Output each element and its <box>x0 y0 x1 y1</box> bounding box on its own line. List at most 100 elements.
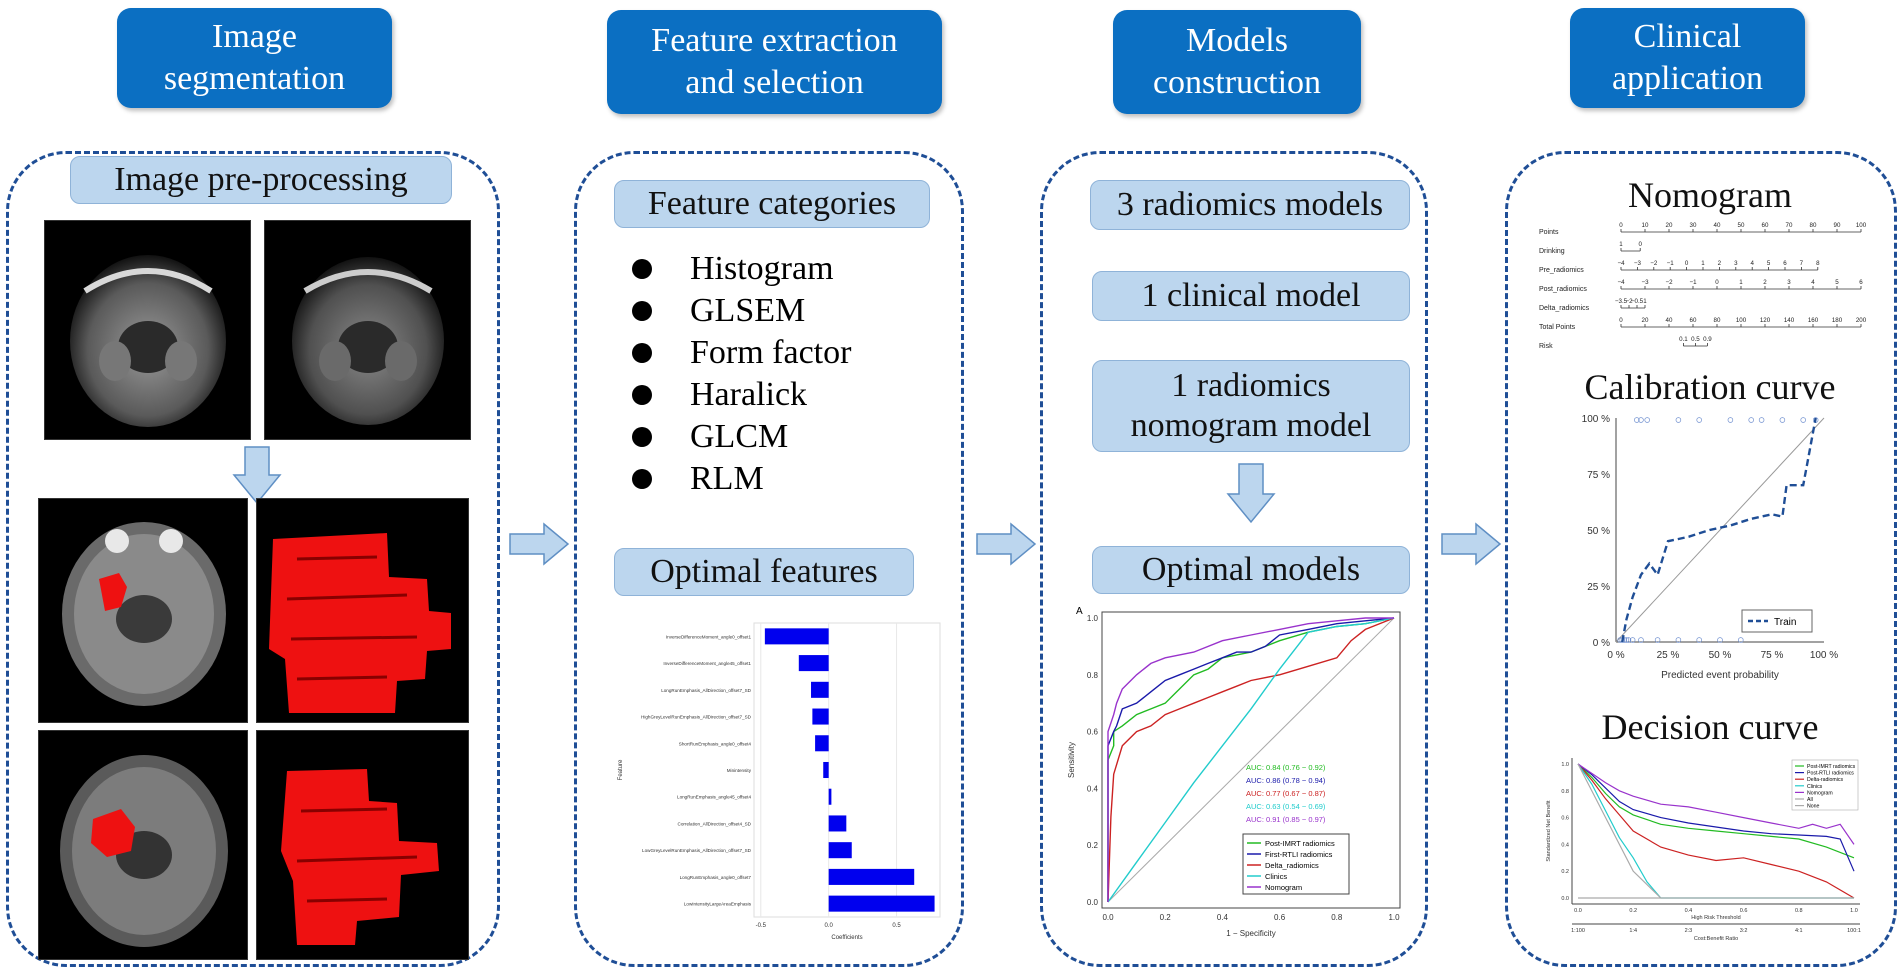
rug-point <box>1696 637 1702 643</box>
nomogram-tick-label: 30 <box>1690 222 1697 229</box>
label-text: Optimal features <box>650 553 878 590</box>
tick-label: 0.0 <box>824 923 833 929</box>
y-tick-label: 25 % <box>1587 582 1610 593</box>
bullet-icon <box>632 469 652 489</box>
panel-image-segmentation <box>6 151 500 967</box>
nomogram-tick-label: 180 <box>1832 317 1843 324</box>
nomogram-tick-label: 80 <box>1810 222 1817 229</box>
nomogram-tick-label: −4 <box>1617 260 1625 267</box>
title-calibration-curve: Calibration curve <box>1560 366 1860 408</box>
bullet-icon <box>632 259 652 279</box>
nomogram-row-label: Total Points <box>1539 324 1576 331</box>
calibration-line <box>1621 417 1817 643</box>
x-tick-label: 0.6 <box>1740 908 1748 914</box>
panel-label: A <box>1076 606 1083 617</box>
y-tick-label: 50 % <box>1587 526 1610 537</box>
y-tick-label: 75 % <box>1587 470 1610 481</box>
y-tick-label: 0.2 <box>1561 869 1569 875</box>
rug-point <box>1758 417 1765 423</box>
auc-label: AUC: 0.84 (0.76 − 0.92) <box>1246 763 1326 772</box>
flow-arrow-2 <box>976 522 1037 566</box>
legend-label: Post-IMRT radiomics <box>1265 839 1335 848</box>
legend-label: All <box>1807 797 1813 803</box>
nomogram-tick-label: 0.1 <box>1679 336 1688 343</box>
nomogram-tick-label: −2 <box>1650 260 1658 267</box>
list-item: GLCM <box>632 416 851 458</box>
brain-segment-icon <box>62 522 226 706</box>
title-text: Nomogram <box>1628 175 1792 215</box>
brain-scan-icon <box>292 257 444 425</box>
nomogram-tick-label: 0 <box>1638 241 1642 248</box>
nomogram-row-label: Post_radiomics <box>1539 286 1587 293</box>
category-label: Haralick <box>690 376 808 413</box>
category-label: Form factor <box>690 334 852 371</box>
header-label: Models construction <box>1152 22 1322 101</box>
y-tick-label: 0 % <box>1593 638 1610 649</box>
bullet-icon <box>632 343 652 363</box>
y-tick-label: 0.8 <box>1561 789 1569 795</box>
label-3-radiomics-models: 3 radiomics models <box>1090 180 1410 230</box>
bar <box>815 735 829 752</box>
nomogram-tick-label: 7 <box>1800 260 1804 267</box>
y-tick-label: 100 % <box>1582 414 1610 425</box>
nomogram-tick-label: 40 <box>1714 222 1721 229</box>
auc-label: AUC: 0.77 (0.67 − 0.87) <box>1246 789 1326 798</box>
label-text: 1 clinical model <box>1141 277 1361 314</box>
rug-point <box>1625 637 1632 643</box>
header-label: Clinical application <box>1611 18 1764 97</box>
x2-tick-label: 1:100 <box>1571 928 1585 934</box>
nomogram-row-label: Risk <box>1539 343 1553 350</box>
feature-category-list: Histogram GLSEM Form factor Haralick GLC… <box>632 248 851 500</box>
category-label: HighGreyLevelRunEmphasis_AllDirection_of… <box>641 715 752 720</box>
header-models-construction: Models construction <box>1113 10 1361 114</box>
x2-axis-label: Cost:Benefit Ratio <box>1694 936 1738 942</box>
x-axis-label: High Risk Threshold <box>1691 915 1740 921</box>
nomogram-tick-label: 20 <box>1666 222 1673 229</box>
rug-point <box>1638 637 1644 643</box>
nomogram-row-label: Pre_radiomics <box>1539 267 1584 274</box>
legend-box <box>1791 759 1859 811</box>
rug-point <box>1644 417 1650 423</box>
plot-area <box>753 622 941 918</box>
x-tick-label: 50 % <box>1709 650 1732 661</box>
category-label: Histogram <box>690 250 834 287</box>
legend-label: First-RTLI radiomics <box>1265 850 1333 859</box>
y-tick-label: 0.4 <box>1087 784 1099 793</box>
category-label: GLCM <box>690 418 789 455</box>
rug-point <box>1800 417 1806 423</box>
nomogram-tick-label: 6 <box>1783 260 1787 267</box>
bullet-icon <box>632 427 652 447</box>
category-label: LongRunEmphasis_angle45_offset4 <box>677 795 751 800</box>
y-tick-label: 0.0 <box>1561 896 1569 902</box>
auc-label: AUC: 0.91 (0.85 − 0.97) <box>1246 815 1326 824</box>
nomogram-row-label: Points <box>1539 229 1559 236</box>
bullet-icon <box>632 385 652 405</box>
list-item: Histogram <box>632 248 851 290</box>
title-text: Decision curve <box>1601 707 1819 747</box>
roc-series-line <box>1107 617 1394 902</box>
nomogram-tick-label: −1 <box>1689 279 1697 286</box>
header-clinical-application: Clinical application <box>1570 8 1805 108</box>
nomogram-tick-label: 140 <box>1784 317 1795 324</box>
decision-series-line <box>1577 763 1855 899</box>
legend-label: Nomogram <box>1807 790 1833 796</box>
x-tick-label: 0.0 <box>1102 913 1114 922</box>
bar <box>828 815 847 832</box>
list-item: Form factor <box>632 332 851 374</box>
legend-label: Train <box>1774 617 1796 628</box>
category-label: Minintensity <box>727 768 752 773</box>
nomogram-tick-label: −3 <box>1641 279 1649 286</box>
label-text: Feature categories <box>647 185 897 222</box>
rug-point <box>1727 417 1734 423</box>
bar <box>764 628 829 645</box>
y-axis-label: Feature <box>618 759 624 780</box>
bullet-icon <box>632 301 652 321</box>
y-tick-label: 1.0 <box>1561 762 1569 768</box>
list-item: GLSEM <box>632 290 851 332</box>
category-label: GLSEM <box>690 292 806 329</box>
mri-image-t2-b <box>264 220 471 440</box>
nomogram-tick-label: 3 <box>1734 260 1738 267</box>
rug-point <box>1675 637 1682 643</box>
bar <box>812 708 829 725</box>
